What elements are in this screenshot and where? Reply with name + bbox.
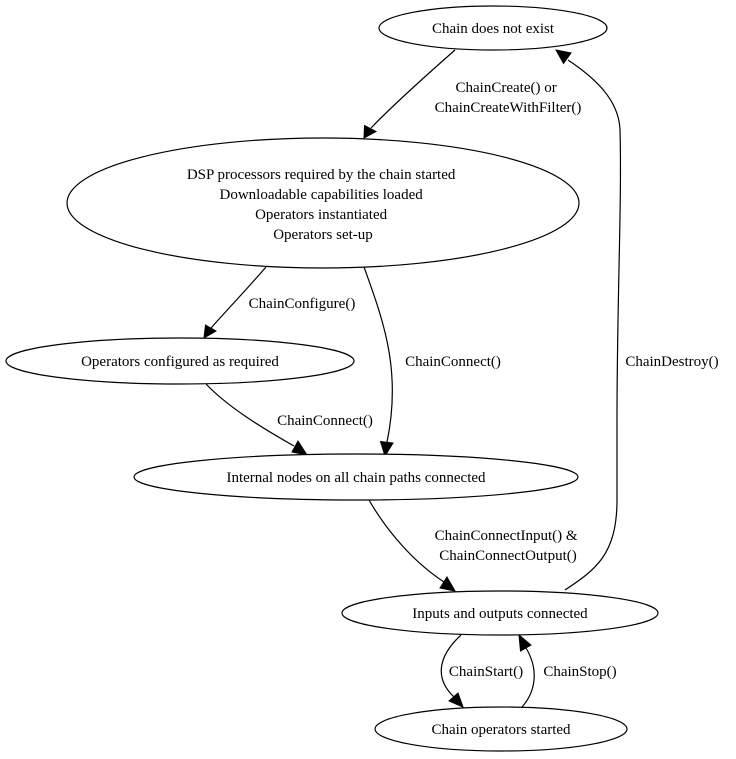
edge-chain-configure-label: ChainConfigure() [249, 296, 356, 312]
edge-chain-connect-direct: ChainConnect() [363, 266, 501, 458]
edge-chain-create-arrowhead [363, 124, 378, 139]
node-chain-operators-started: Chain operators started [374, 706, 628, 752]
edge-chain-destroy: ChainDestroy() [555, 49, 719, 591]
edge-chain-stop-line [521, 647, 535, 708]
edge-chain-connect-after-config-line [205, 383, 295, 447]
node-inputs-outputs-connected: Inputs and outputs connected [341, 590, 659, 636]
node-chain-does-not-exist-label: Chain does not exist [432, 21, 555, 37]
node-chain-does-not-exist: Chain does not exist [378, 5, 608, 51]
edge-chain-start-line [440, 634, 462, 698]
edge-chain-configure-arrowhead [203, 324, 217, 339]
node-operators-configured-label: Operators configured as required [81, 354, 279, 370]
node-dsp-processors-started-label: DSP processors required by the chain sta… [187, 167, 459, 243]
edge-chain-connect-after-config-arrowhead [291, 440, 309, 456]
edge-chain-start-label: ChainStart() [449, 664, 523, 680]
node-chain-operators-started-label: Chain operators started [431, 722, 571, 738]
edge-chain-create: ChainCreate() or ChainCreateWithFilter() [363, 49, 582, 139]
edge-chain-stop-label: ChainStop() [543, 664, 616, 680]
node-inputs-outputs-connected-label: Inputs and outputs connected [412, 606, 588, 622]
edge-chain-start-arrowhead [448, 692, 464, 708]
edge-chain-destroy-label: ChainDestroy() [625, 354, 718, 370]
edge-chain-create-line [370, 49, 456, 129]
node-dsp-processors-started: DSP processors required by the chain sta… [66, 137, 580, 269]
node-internal-nodes-connected: Internal nodes on all chain paths connec… [133, 453, 579, 501]
edge-chain-destroy-line [564, 59, 622, 591]
edge-chain-stop-arrowhead [518, 633, 532, 652]
edge-chain-destroy-arrowhead [555, 49, 572, 65]
edge-chain-start: ChainStart() [440, 634, 523, 708]
node-internal-nodes-connected-label: Internal nodes on all chain paths connec… [226, 470, 486, 486]
edge-chain-configure: ChainConfigure() [203, 266, 356, 339]
edge-chain-connect-after-config: ChainConnect() [205, 383, 373, 456]
node-operators-configured: Operators configured as required [5, 337, 355, 385]
edge-chain-connect-io-label: ChainConnectInput() & ChainConnectOutput… [435, 528, 582, 564]
edge-chain-stop: ChainStop() [518, 633, 617, 708]
edge-chain-connect-io-line [368, 499, 445, 583]
edge-chain-connect-io-arrowhead [439, 576, 456, 592]
edge-chain-connect-direct-label: ChainConnect() [405, 354, 501, 370]
edge-chain-create-label: ChainCreate() or ChainCreateWithFilter() [435, 80, 582, 116]
edge-chain-connect-direct-arrowhead [379, 440, 394, 458]
edge-chain-connect-direct-line [363, 266, 393, 443]
edge-chain-configure-line [210, 266, 267, 329]
edge-chain-connect-io: ChainConnectInput() & ChainConnectOutput… [368, 499, 582, 592]
edge-chain-connect-after-config-label: ChainConnect() [277, 413, 373, 429]
